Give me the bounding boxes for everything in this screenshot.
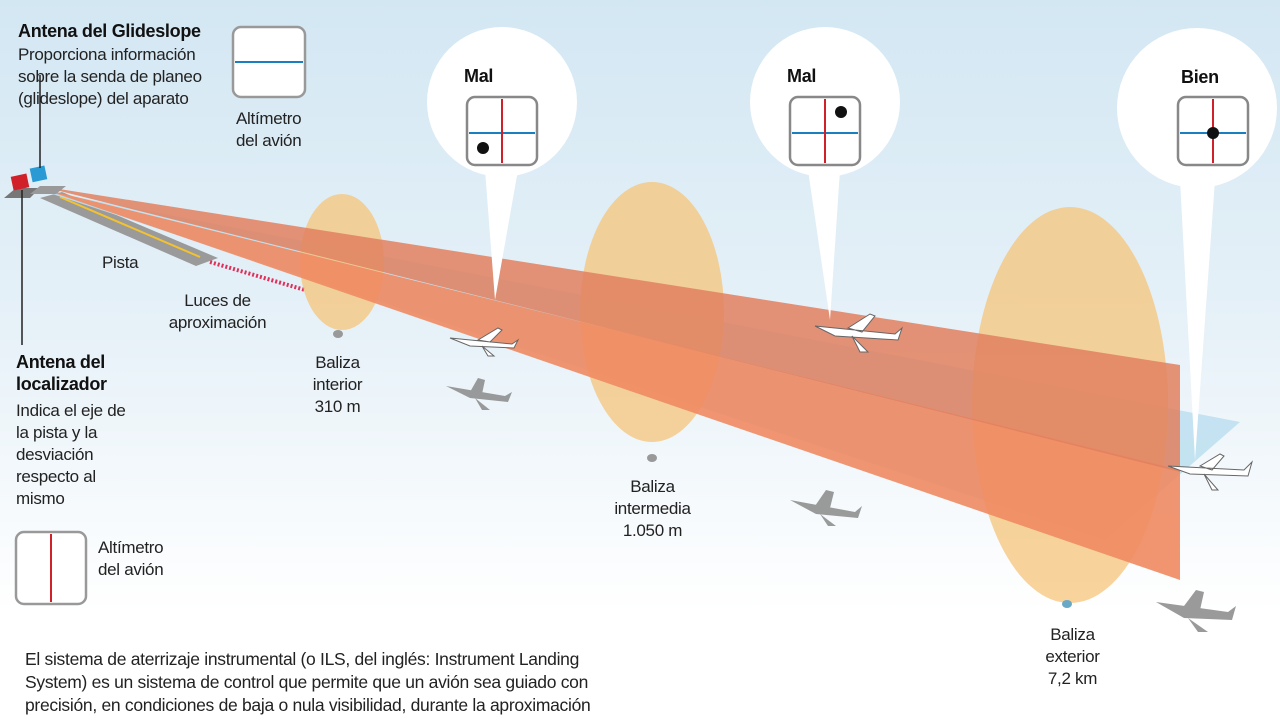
- approach-lights: [209, 260, 306, 292]
- beacon-outer: [1062, 600, 1072, 608]
- glideslope-altimeter-label: Altímetro del avión: [236, 109, 302, 150]
- instrument-bad-2: [788, 95, 862, 167]
- glideslope-beam-lower: [40, 188, 1180, 580]
- ils-description: El sistema de aterrizaje instrumental (o…: [25, 649, 591, 715]
- glideslope-antenna: [29, 165, 48, 183]
- approach-lights-label: Luces de aproximación: [168, 291, 267, 332]
- beacon-middle: [647, 454, 657, 462]
- callout-label-3: Bien: [1181, 67, 1219, 87]
- glideslope-altimeter-icon: [231, 25, 307, 99]
- airplane-icon: [449, 313, 1254, 491]
- callout-label-2: Mal: [787, 66, 817, 86]
- localizer-altimeter-label: Altímetro del avión: [98, 538, 164, 579]
- instrument-bad-1: [465, 95, 539, 167]
- glideslope-beam-upper: [40, 186, 1180, 472]
- localizer-title: Antena del localizador: [16, 352, 107, 394]
- glideslope-description: Proporciona información sobre la senda d…: [18, 45, 202, 108]
- callout-label-1: Mal: [464, 66, 494, 86]
- localizer-antenna: [10, 173, 30, 191]
- glideslope-title: Antena del Glideslope: [18, 21, 201, 41]
- instrument-good: [1176, 95, 1250, 167]
- localizer-altimeter-icon: [14, 530, 88, 606]
- runway-label: Pista: [102, 253, 139, 272]
- beacon-inner: [333, 330, 343, 338]
- runway: [40, 192, 218, 266]
- localizer-description: Indica el eje de la pista y la desviació…: [16, 401, 126, 508]
- airplane-shadow-icon: [446, 378, 1236, 632]
